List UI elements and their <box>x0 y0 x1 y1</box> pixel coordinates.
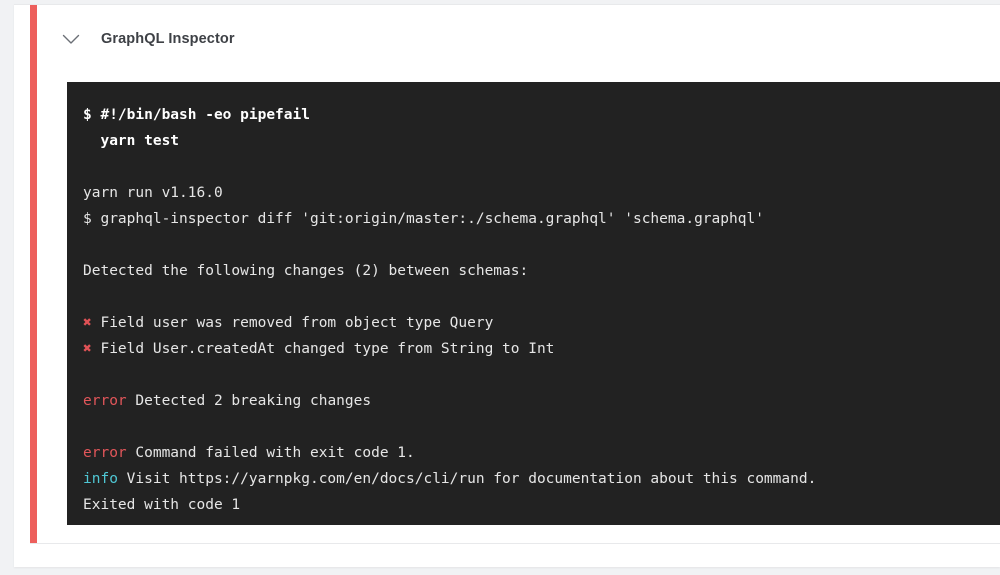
log-line-blank <box>83 362 1000 388</box>
log-line: yarn run v1.16.0 <box>83 180 1000 206</box>
log-text: $ graphql-inspector diff 'git:origin/mas… <box>83 211 764 227</box>
log-line-breaking-change: ✖ Field user was removed from object typ… <box>83 310 1000 336</box>
step-divider <box>30 543 1000 544</box>
log-text: Exited with code 1 <box>83 497 241 513</box>
log-line-breaking-change: ✖ Field User.createdAt changed type from… <box>83 336 1000 362</box>
log-text: Field User.createdAt changed type from S… <box>91 341 555 357</box>
error-label: error <box>83 393 127 409</box>
log-line-info: info Visit https://yarnpkg.com/en/docs/c… <box>83 466 1000 492</box>
log-text: Detected 2 breaking changes <box>126 393 372 409</box>
log-line-blank <box>83 232 1000 258</box>
log-text: Visit https://yarnpkg.com/en/docs/cli/ru… <box>117 471 817 487</box>
info-label: info <box>83 471 118 487</box>
log-line-blank <box>83 154 1000 180</box>
chevron-down-icon[interactable] <box>58 26 84 52</box>
log-line-blank <box>83 414 1000 440</box>
error-label: error <box>83 445 127 461</box>
step-header[interactable]: GraphQL Inspector <box>14 5 1000 73</box>
log-text: Detected the following changes (2) betwe… <box>83 263 529 279</box>
log-text: Field user was removed from object type … <box>91 315 494 331</box>
log-line: yarn test <box>83 128 1000 154</box>
log-line: Exited with code 1 <box>83 492 1000 518</box>
cross-icon: ✖ <box>83 315 92 331</box>
build-step-card: GraphQL Inspector $ #!/bin/bash -eo pipe… <box>14 4 1000 567</box>
log-text: $ #!/bin/bash -eo pipefail <box>83 107 310 123</box>
log-text: yarn run v1.16.0 <box>83 185 223 201</box>
terminal-output[interactable]: $ #!/bin/bash -eo pipefail yarn test yar… <box>67 82 1000 525</box>
log-line-error: error Command failed with exit code 1. <box>83 440 1000 466</box>
step-title: GraphQL Inspector <box>101 31 235 47</box>
log-text: yarn test <box>83 133 180 149</box>
log-line-error: error Detected 2 breaking changes <box>83 388 1000 414</box>
cross-icon: ✖ <box>83 341 92 357</box>
log-text: Command failed with exit code 1. <box>126 445 415 461</box>
log-line: $ #!/bin/bash -eo pipefail <box>83 102 1000 128</box>
log-line: $ graphql-inspector diff 'git:origin/mas… <box>83 206 1000 232</box>
log-line-blank <box>83 284 1000 310</box>
step-status-bar <box>30 5 37 543</box>
log-line: Detected the following changes (2) betwe… <box>83 258 1000 284</box>
